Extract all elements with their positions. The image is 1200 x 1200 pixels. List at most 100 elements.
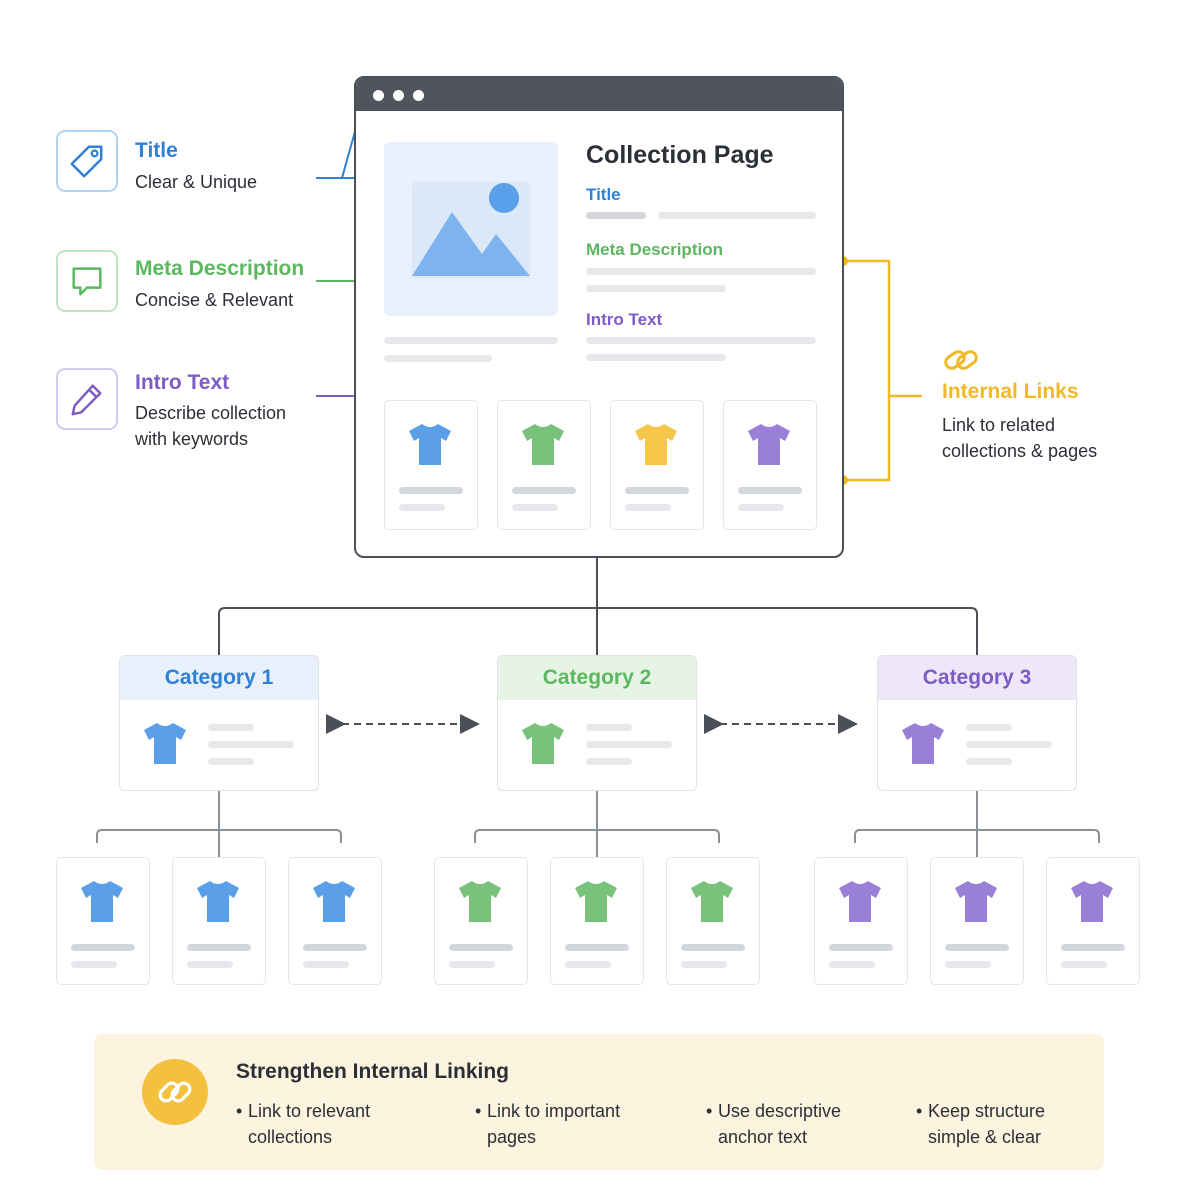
text-line bbox=[512, 487, 576, 494]
tshirt-icon bbox=[77, 876, 127, 931]
meta-description-label: Meta Description bbox=[586, 240, 723, 259]
text-line bbox=[586, 724, 632, 731]
text-line bbox=[586, 268, 816, 275]
text-line bbox=[399, 504, 445, 511]
product-card[interactable] bbox=[814, 857, 908, 985]
product-card[interactable] bbox=[384, 400, 478, 530]
tshirt-icon bbox=[405, 419, 455, 474]
tip-item: •Link to relevant collections bbox=[236, 1098, 428, 1150]
text-line bbox=[187, 944, 251, 951]
internal-links-title: Internal Links bbox=[942, 380, 1079, 403]
hierarchy-lines bbox=[218, 558, 978, 656]
tshirt-icon bbox=[193, 876, 243, 931]
tip-item: •Use descriptive anchor text bbox=[706, 1098, 878, 1150]
product-card[interactable] bbox=[288, 857, 382, 985]
tip-text: Link to important pages bbox=[487, 1101, 621, 1147]
text-line bbox=[966, 758, 1012, 765]
window-dot bbox=[393, 90, 404, 101]
text-line bbox=[208, 741, 294, 748]
pencil-icon bbox=[56, 368, 118, 430]
tshirt-icon bbox=[571, 876, 621, 931]
text-line bbox=[586, 758, 632, 765]
window-dot bbox=[413, 90, 424, 101]
text-line bbox=[449, 961, 495, 968]
internal-links-desc: Link to related collections & pages bbox=[942, 415, 1098, 461]
tip-item: •Link to important pages bbox=[475, 1098, 647, 1150]
product-card[interactable] bbox=[550, 857, 644, 985]
text-line bbox=[384, 355, 492, 362]
text-line bbox=[966, 741, 1052, 748]
image-icon bbox=[412, 182, 530, 278]
text-line bbox=[586, 212, 646, 219]
text-line bbox=[71, 944, 135, 951]
product-card[interactable] bbox=[56, 857, 150, 985]
banner-title: Strengthen Internal Linking bbox=[236, 1060, 510, 1083]
text-line bbox=[586, 285, 726, 292]
category-title: Category 3 bbox=[878, 656, 1076, 700]
text-line bbox=[945, 944, 1009, 951]
category-card[interactable]: Category 1 bbox=[119, 655, 319, 791]
text-line bbox=[829, 944, 893, 951]
text-line bbox=[625, 504, 671, 511]
annotation-meta-desc: Concise & Relevant bbox=[135, 290, 294, 310]
collection-page-window: Collection Page Title Meta Description I… bbox=[354, 76, 844, 558]
text-line bbox=[945, 961, 991, 968]
text-line bbox=[1061, 944, 1125, 951]
text-line bbox=[1061, 961, 1107, 968]
text-line bbox=[303, 961, 349, 968]
category-card[interactable]: Category 3 bbox=[877, 655, 1077, 791]
window-dot bbox=[373, 90, 384, 101]
text-line bbox=[384, 337, 558, 344]
tshirt-icon bbox=[455, 876, 505, 931]
internal-links-bracket bbox=[838, 256, 922, 485]
product-card[interactable] bbox=[497, 400, 591, 530]
annotation-title-desc: Clear & Unique bbox=[135, 172, 258, 192]
text-line bbox=[681, 961, 727, 968]
text-line bbox=[449, 944, 513, 951]
text-line bbox=[71, 961, 117, 968]
annotation-title-heading: Title bbox=[135, 139, 178, 162]
text-line bbox=[966, 724, 1012, 731]
text-line bbox=[208, 758, 254, 765]
text-line bbox=[208, 724, 254, 731]
tip-text: Keep structure simple & clear bbox=[928, 1101, 1046, 1147]
chain-link-icon bbox=[942, 345, 980, 380]
window-titlebar bbox=[356, 78, 842, 111]
tshirt-icon bbox=[518, 419, 568, 474]
tag-icon bbox=[56, 130, 118, 192]
product-card[interactable] bbox=[172, 857, 266, 985]
tshirt-icon bbox=[744, 419, 794, 474]
tshirt-icon bbox=[631, 419, 681, 474]
text-line bbox=[303, 944, 367, 951]
page-title: Collection Page bbox=[586, 141, 774, 169]
tshirt-icon bbox=[898, 718, 948, 773]
category-title: Category 2 bbox=[498, 656, 696, 700]
annotation-intro-heading: Intro Text bbox=[135, 371, 230, 394]
category-card[interactable]: Category 2 bbox=[497, 655, 697, 791]
text-line bbox=[738, 504, 784, 511]
product-card[interactable] bbox=[723, 400, 817, 530]
text-line bbox=[565, 961, 611, 968]
product-card[interactable] bbox=[1046, 857, 1140, 985]
text-line bbox=[399, 487, 463, 494]
text-line bbox=[187, 961, 233, 968]
text-line bbox=[829, 961, 875, 968]
tip-text: Link to relevant collections bbox=[248, 1101, 371, 1147]
product-card[interactable] bbox=[930, 857, 1024, 985]
tshirt-icon bbox=[309, 876, 359, 931]
product-card[interactable] bbox=[666, 857, 760, 985]
tshirt-icon bbox=[140, 718, 190, 773]
text-line bbox=[586, 337, 816, 344]
tip-text: Use descriptive anchor text bbox=[718, 1101, 842, 1147]
text-line bbox=[658, 212, 816, 219]
tips-banner: Strengthen Internal Linking •Link to rel… bbox=[94, 1034, 1104, 1170]
text-line bbox=[586, 354, 726, 361]
category-product-lines bbox=[96, 791, 1100, 857]
tshirt-icon bbox=[1067, 876, 1117, 931]
product-card[interactable] bbox=[434, 857, 528, 985]
text-line bbox=[681, 944, 745, 951]
text-line bbox=[512, 504, 558, 511]
tshirt-icon bbox=[518, 718, 568, 773]
product-card[interactable] bbox=[610, 400, 704, 530]
annotation-meta-heading: Meta Description bbox=[135, 257, 305, 280]
